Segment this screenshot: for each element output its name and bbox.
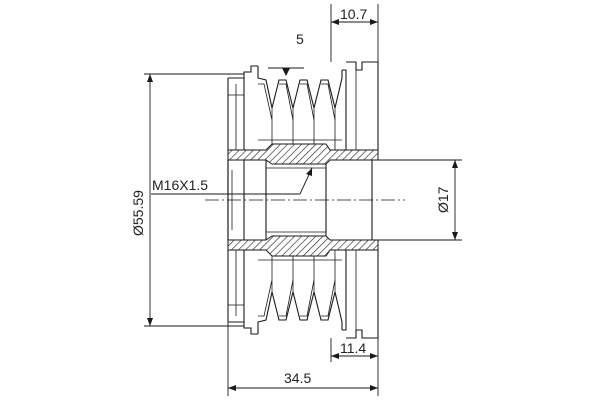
left-shoulder-inner <box>228 84 244 316</box>
dim-flange-width-label: 10.7 <box>340 6 367 22</box>
dim-flange-width: 10.7 <box>330 4 379 62</box>
dim-thread-label: M16X1.5 <box>152 177 208 193</box>
top-grooves <box>257 66 347 150</box>
pulley-body <box>227 61 379 339</box>
dim-groove-width-label: 5 <box>296 31 304 47</box>
dim-bore-diameter-label: Ø17 <box>435 186 451 213</box>
dim-rear-width: 11.4 <box>330 338 379 362</box>
dim-outer-diameter: Ø55.59 <box>130 73 244 327</box>
right-flange-bottom <box>346 250 379 339</box>
dim-rear-width-label: 11.4 <box>340 340 366 356</box>
dim-overall-length-label: 34.5 <box>284 370 311 386</box>
top-section-wall <box>227 143 379 165</box>
dim-overall-length: 34.5 <box>227 322 379 396</box>
right-flange-top <box>346 61 379 150</box>
dim-groove-width: 5 <box>268 31 304 76</box>
dim-outer-diameter-label: Ø55.59 <box>130 190 146 236</box>
dim-thread: M16X1.5 <box>151 167 313 195</box>
top-grooves-inner <box>258 83 342 141</box>
dim-bore-diameter: Ø17 <box>378 159 462 241</box>
bottom-grooves <box>257 250 347 334</box>
bottom-section-wall <box>227 235 379 257</box>
bottom-grooves-inner <box>258 259 342 317</box>
